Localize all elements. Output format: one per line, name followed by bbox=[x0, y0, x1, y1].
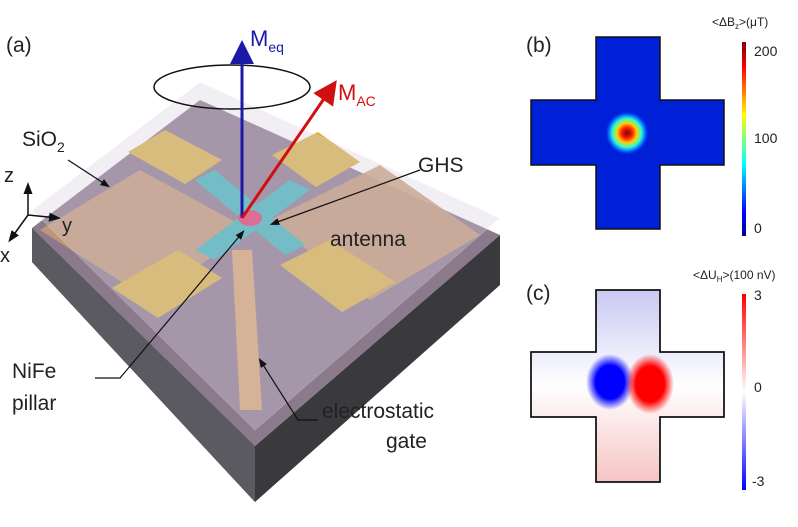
uh-map-outline bbox=[530, 289, 725, 483]
nife-label-line2: pillar bbox=[12, 392, 56, 415]
bz-hotspot bbox=[605, 111, 649, 155]
device-schematic bbox=[8, 40, 501, 502]
bz-colorbar-title: <ΔBz>(μT) bbox=[712, 15, 768, 31]
precession-orbit bbox=[153, 64, 311, 110]
axis-x-label: x bbox=[0, 245, 10, 267]
uh-tick: -3 bbox=[752, 473, 765, 489]
panel-a-label: (a) bbox=[6, 34, 32, 57]
panel-b-label: (b) bbox=[526, 34, 552, 57]
uh-negative-lobe bbox=[586, 354, 634, 410]
ghs-label: GHS bbox=[418, 154, 464, 177]
m-eq-label: Meq bbox=[250, 26, 284, 55]
sio2-glass-layer bbox=[31, 81, 501, 431]
panel-c-label: (c) bbox=[526, 282, 551, 305]
sio2-pointer bbox=[67, 159, 111, 188]
m-ac-label: MAC bbox=[338, 80, 376, 109]
nife-pointer bbox=[95, 230, 245, 379]
axis-y-label: y bbox=[62, 215, 72, 237]
gate-label-line2: gate bbox=[386, 430, 427, 453]
antenna-right bbox=[270, 165, 480, 300]
substrate-slab bbox=[32, 228, 500, 502]
sio2-label: SiO2 bbox=[22, 128, 65, 155]
antenna-label: antenna bbox=[330, 228, 406, 251]
antenna-left bbox=[40, 170, 250, 300]
gold-pad-bottom-left bbox=[112, 250, 222, 318]
gate-pointer bbox=[258, 357, 318, 421]
m-ac-arrow bbox=[240, 80, 337, 219]
uh-tick: 0 bbox=[754, 379, 762, 395]
uh-colorbar-title: <ΔUH>(100 nV) bbox=[693, 268, 776, 284]
electrostatic-gate-strip bbox=[232, 250, 262, 410]
uh-tick: 3 bbox=[754, 287, 762, 303]
gold-pad-bottom-right bbox=[280, 240, 395, 312]
bz-tick: 100 bbox=[754, 130, 778, 146]
uh-colorbar bbox=[742, 294, 746, 490]
gold-pad-top-right bbox=[272, 132, 360, 187]
gate-label-line1: electrostatic bbox=[322, 400, 434, 423]
bz-tick: 0 bbox=[754, 220, 762, 236]
bz-tick: 200 bbox=[754, 43, 778, 59]
axis-z-label: z bbox=[4, 165, 14, 187]
uh-positive-lobe bbox=[626, 354, 674, 414]
axes-triad bbox=[8, 182, 61, 243]
gold-pad-top-left bbox=[128, 130, 222, 184]
nife-label-line1: NiFe bbox=[12, 360, 56, 383]
bz-colorbar bbox=[742, 42, 746, 236]
substrate-side-left bbox=[32, 228, 255, 502]
ghs-pointer bbox=[269, 169, 421, 225]
